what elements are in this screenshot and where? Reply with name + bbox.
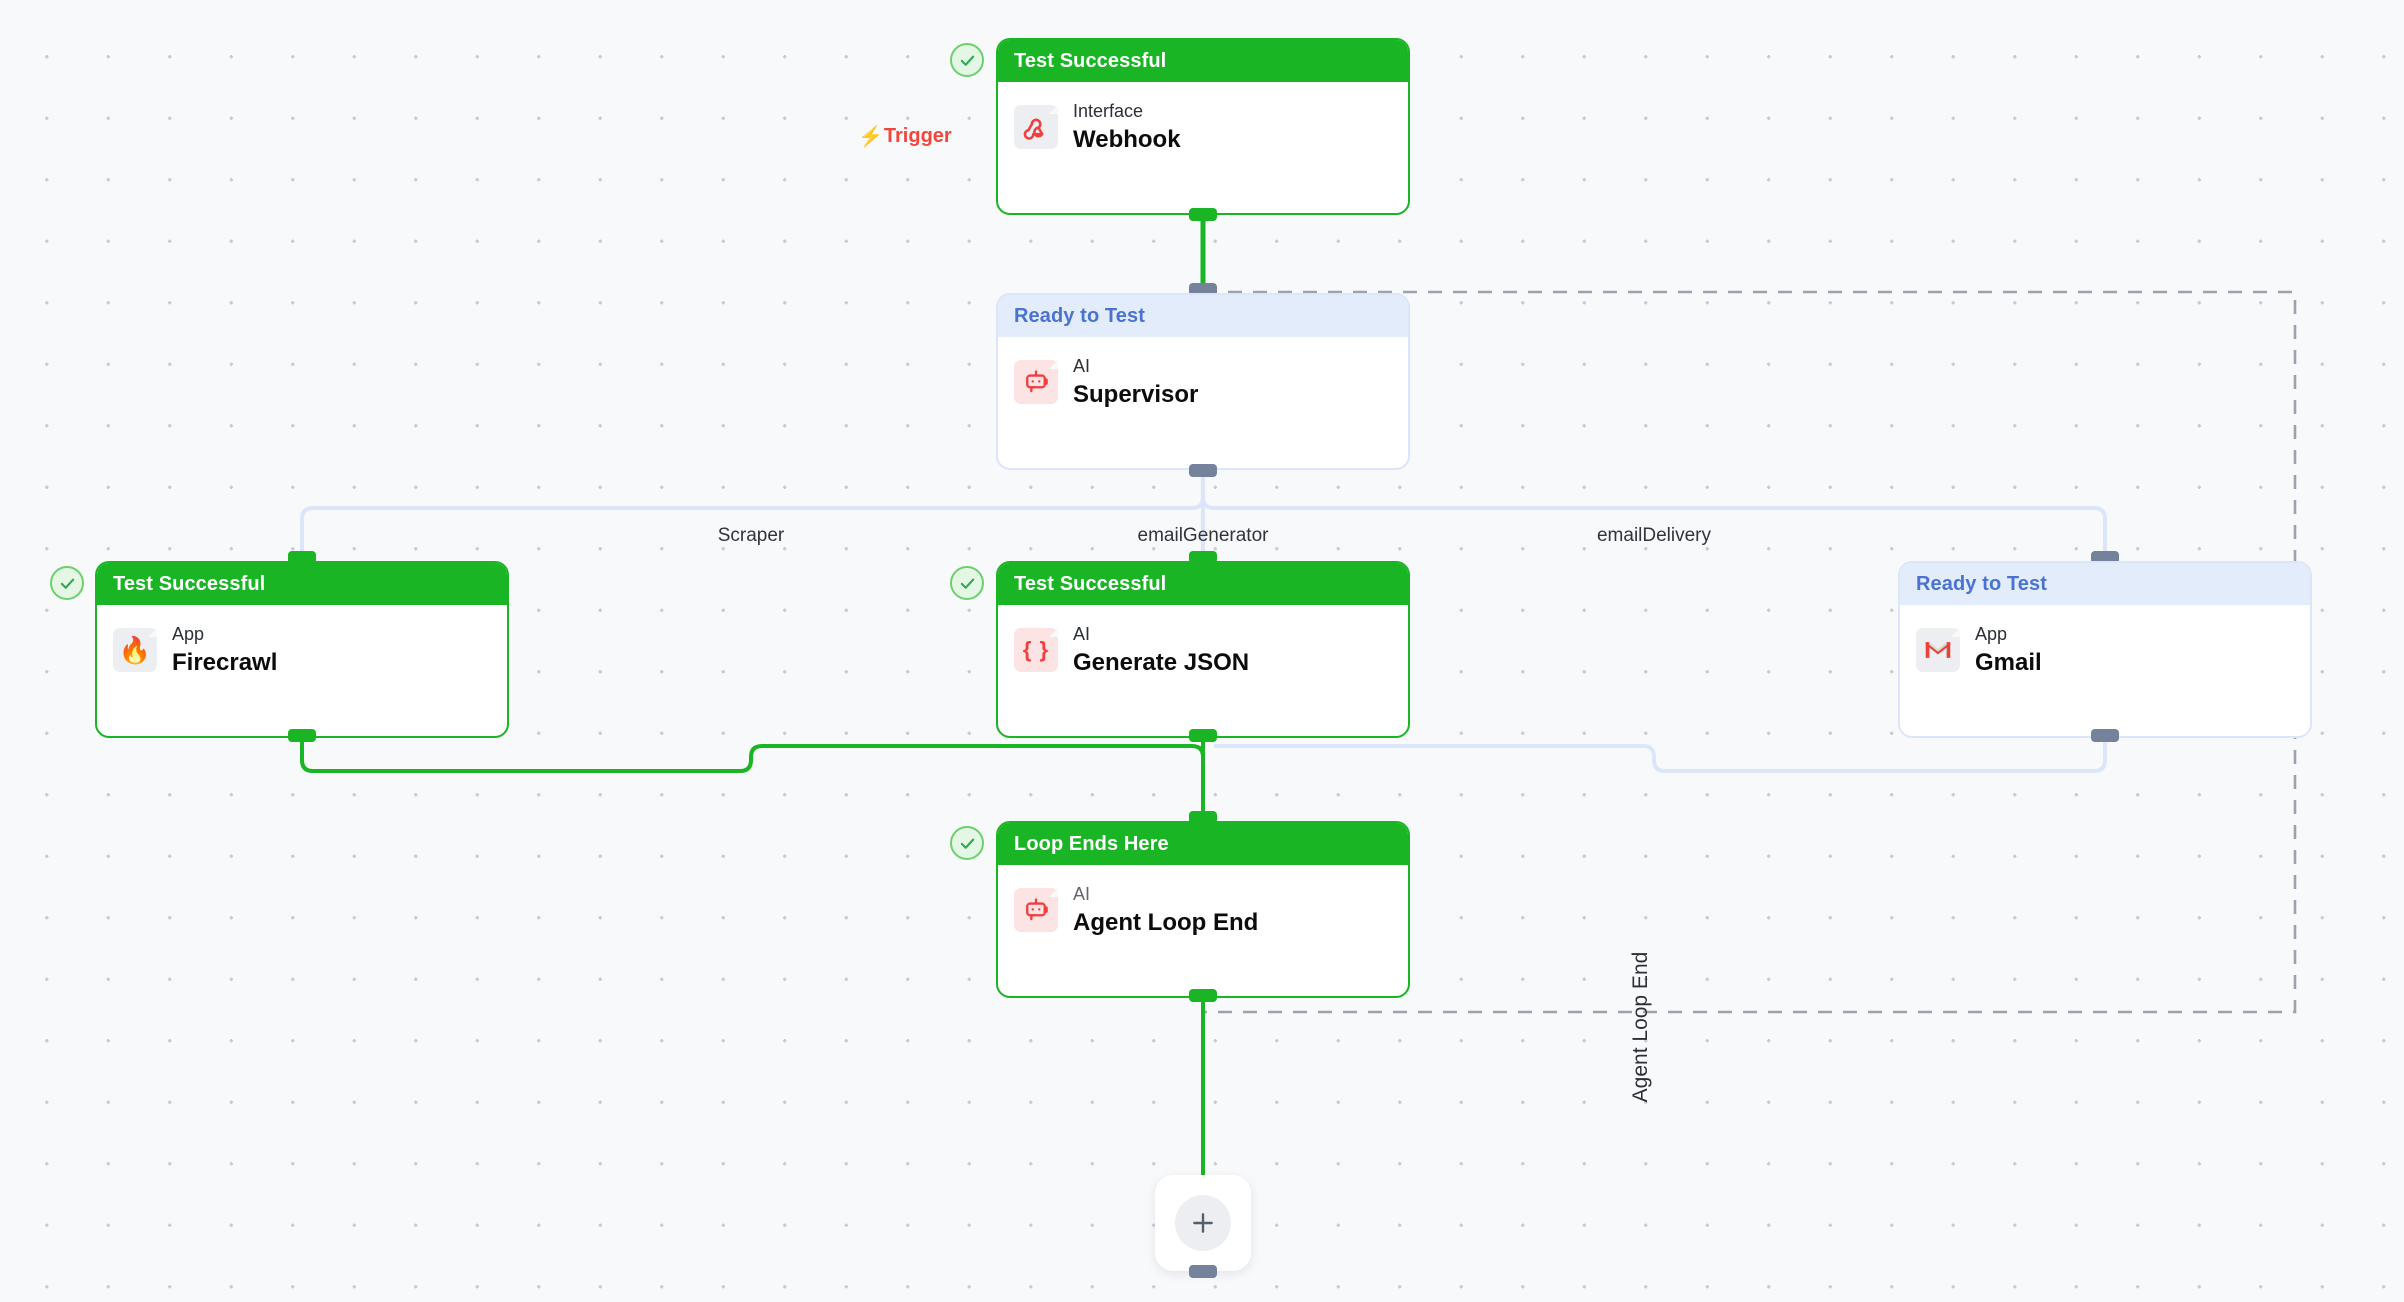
node-status-firecrawl: Test Successful — [97, 563, 507, 605]
handle-addnode-bottom[interactable] — [1189, 1265, 1217, 1278]
node-text-gmail: App Gmail — [1975, 624, 2042, 676]
handle-firecrawl-bottom[interactable] — [288, 729, 316, 742]
check-icon — [960, 578, 974, 589]
handle-gmail-top[interactable] — [2091, 551, 2119, 564]
webhook-icon — [1014, 105, 1058, 150]
node-webhook[interactable]: Test Successful Interface Webhook — [996, 38, 1410, 215]
edge-gmail-agentloopend — [1214, 735, 2107, 773]
check-icon — [960, 838, 974, 849]
node-body-agentloopend: AI Agent Loop End — [998, 865, 1408, 958]
curly-braces-icon: { } — [1014, 628, 1058, 673]
node-supervisor[interactable]: Ready to Test AI Supervisor — [996, 293, 1410, 470]
node-firecrawl[interactable]: Test Successful 🔥 App Firecrawl — [95, 561, 509, 738]
handle-supervisor-bottom[interactable] — [1189, 464, 1217, 477]
handle-generatejson-top[interactable] — [1189, 551, 1217, 564]
gmail-icon — [1916, 628, 1960, 673]
status-badge-check-webhook — [950, 43, 984, 77]
handle-gmail-bottom[interactable] — [2091, 729, 2119, 742]
edge-firecrawl-agentloopend — [300, 735, 1205, 818]
status-badge-check-firecrawl — [50, 566, 84, 600]
handle-firecrawl-top[interactable] — [288, 551, 316, 564]
node-status-webhook: Test Successful — [998, 40, 1408, 82]
handle-agentloopend-bottom[interactable] — [1189, 989, 1217, 1002]
node-text-agentloopend: AI Agent Loop End — [1073, 884, 1259, 936]
node-body-firecrawl: 🔥 App Firecrawl — [97, 605, 507, 698]
add-node-circle — [1175, 1195, 1231, 1251]
node-text-supervisor: AI Supervisor — [1073, 356, 1199, 408]
trigger-label: ⚡ Trigger — [858, 125, 952, 148]
add-node-button[interactable] — [1155, 1175, 1251, 1271]
node-text-webhook: Interface Webhook — [1073, 101, 1181, 153]
handle-agentloopend-top[interactable] — [1189, 811, 1217, 824]
lightning-bolt-icon: ⚡ — [858, 126, 883, 148]
node-status-agentloopend: Loop Ends Here — [998, 823, 1408, 865]
robot-icon — [1014, 888, 1058, 933]
node-text-firecrawl: App Firecrawl — [172, 624, 278, 676]
node-agent-loop-end[interactable]: Loop Ends Here AI Agent Loop End — [996, 821, 1410, 998]
node-status-supervisor: Ready to Test — [998, 295, 1408, 337]
plus-icon — [1193, 1213, 1213, 1233]
handle-webhook-bottom[interactable] — [1189, 208, 1217, 221]
branch-label-email-generator: emailGenerator — [1137, 525, 1269, 546]
node-body-generatejson: { } AI Generate JSON — [998, 605, 1408, 698]
check-icon — [60, 578, 74, 589]
agent-loop-end-boundary-label: Agent Loop End — [1629, 951, 1652, 1103]
node-generate-json[interactable]: Test Successful { } AI Generate JSON — [996, 561, 1410, 738]
branch-label-scraper: Scraper — [717, 525, 785, 546]
branch-label-email-delivery: emailDelivery — [1596, 525, 1712, 546]
status-badge-check-agentloopend — [950, 826, 984, 860]
node-text-generatejson: AI Generate JSON — [1073, 624, 1250, 676]
robot-icon — [1014, 360, 1058, 405]
node-status-gmail: Ready to Test — [1900, 563, 2310, 605]
node-body-webhook: Interface Webhook — [998, 82, 1408, 175]
node-status-generatejson: Test Successful — [998, 563, 1408, 605]
flame-icon: 🔥 — [113, 628, 157, 673]
handle-generatejson-bottom[interactable] — [1189, 729, 1217, 742]
check-icon — [960, 55, 974, 66]
node-gmail[interactable]: Ready to Test App Gmail — [1898, 561, 2312, 738]
status-badge-check-generatejson — [950, 566, 984, 600]
node-body-supervisor: AI Supervisor — [998, 337, 1408, 430]
handle-supervisor-top[interactable] — [1189, 283, 1217, 296]
node-body-gmail: App Gmail — [1900, 605, 2310, 698]
